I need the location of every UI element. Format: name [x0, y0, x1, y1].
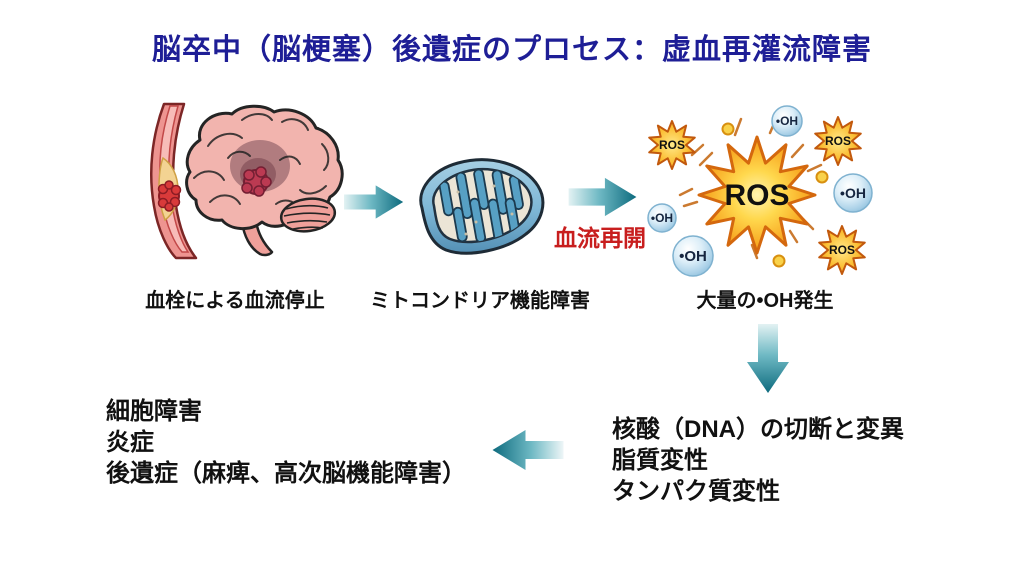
caption-thrombus: 血栓による血流停止	[145, 290, 325, 312]
oh-radical-label: •OH	[679, 248, 707, 265]
arrow-down-icon	[747, 324, 789, 393]
outcome-line-cell-damage: 細胞障害	[106, 398, 202, 425]
caption-oh-generation: 大量の•OH発生	[696, 290, 834, 312]
ros-burst-illustration: ROS ROS ROS ROS •OH •OH •OH •OH	[647, 105, 873, 277]
arrow-left-icon	[492, 430, 564, 470]
outcome-list: 細胞障害 炎症 後遺症（麻痺、高次脳機能障害）	[106, 396, 466, 489]
brain-icon	[185, 104, 344, 257]
arrow-right-icon	[344, 185, 404, 219]
ros-small-burst-icon	[818, 225, 866, 275]
ros-small-label: ROS	[825, 134, 851, 148]
ros-small-label: ROS	[829, 243, 855, 257]
blocked-artery-icon	[150, 102, 198, 260]
oh-radical-label: •OH	[776, 114, 798, 128]
outcome-line-inflammation: 炎症	[106, 429, 154, 456]
ros-small-burst-icon	[814, 116, 862, 166]
ros-small-label: ROS	[659, 138, 685, 152]
ros-big-burst-icon	[697, 135, 817, 255]
reperfusion-label: 血流再開	[554, 225, 646, 251]
damage-line-protein: タンパク質変性	[612, 478, 780, 505]
damage-line-dna: 核酸（DNA）の切断と変異	[612, 416, 904, 443]
oh-radical-bubble-icon	[672, 235, 714, 277]
outcome-line-sequelae: 後遺症（麻痺、高次脳機能障害）	[106, 460, 466, 487]
oh-radical-label: •OH	[651, 211, 673, 225]
oh-radical-bubble-icon	[647, 203, 677, 233]
caption-mitochondria: ミトコンドリア機能障害	[370, 290, 590, 312]
molecular-damage-list: 核酸（DNA）の切断と変異 脂質変性 タンパク質変性	[612, 414, 904, 507]
mitochondria-icon	[419, 158, 545, 255]
page-title: 脳卒中（脳梗塞）後遺症のプロセス：虚血再灌流障害	[151, 34, 872, 66]
particle-dots	[721, 122, 829, 268]
damage-line-lipid: 脂質変性	[612, 447, 708, 474]
oh-radical-bubble-icon	[771, 105, 803, 137]
arrow-right-icon	[568, 177, 637, 217]
ros-small-burst-icon	[648, 120, 696, 170]
ros-big-label: ROS	[724, 179, 789, 212]
cerebellum-icon	[279, 197, 337, 233]
oh-radical-bubble-icon	[833, 173, 873, 213]
blood-clot-icon	[157, 180, 182, 212]
oh-radical-label: •OH	[840, 185, 866, 201]
brain-thrombosis-illustration	[150, 102, 344, 260]
